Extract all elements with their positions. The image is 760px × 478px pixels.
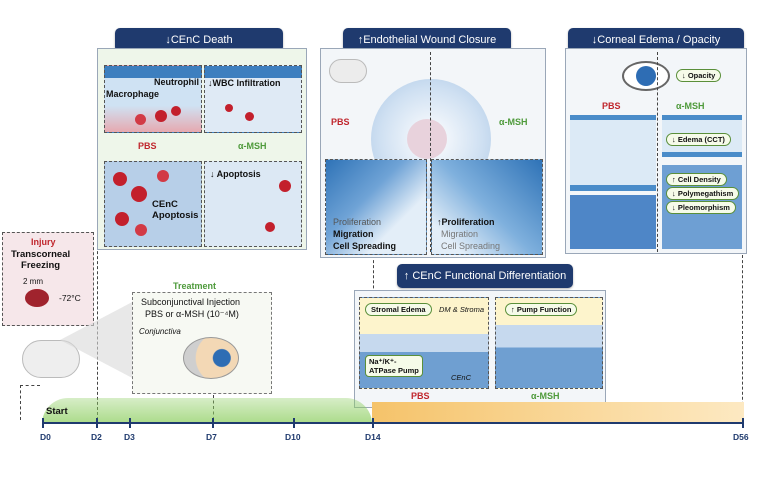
tick-d56	[742, 418, 744, 428]
cenc-apoptosis-label: CEnC Apoptosis	[152, 199, 199, 221]
cenc-label: CEnC	[451, 373, 472, 382]
injury-temp: -72°C	[59, 293, 81, 303]
day-label-d3: D3	[124, 432, 135, 442]
tick-d3	[129, 418, 131, 428]
edema-divider	[657, 52, 658, 252]
tick-d2	[96, 418, 98, 428]
zoom-cone	[60, 300, 136, 380]
apoptotic-cell	[113, 172, 127, 186]
pump-label: Na⁺/K⁺- ATPase Pump	[365, 355, 423, 377]
cenc-apoptosis-image	[104, 161, 202, 247]
header-functional: ↑ CEnC Functional Differentiation	[397, 264, 573, 288]
wound-closure-panel: PBS α-MSH Proliferation Migration Cell S…	[320, 48, 546, 258]
neutrophil-cell	[171, 106, 181, 116]
tick-d14	[372, 418, 374, 428]
iris	[636, 66, 656, 86]
functional-panel: Stromal Edema DM & Stroma Na⁺/K⁺- ATPase…	[354, 290, 606, 408]
macrophage-label: Macrophage	[106, 89, 160, 99]
tick-d10	[293, 418, 295, 428]
pbs-label: PBS	[138, 141, 157, 151]
treatment-box: Treatment Subconjunctival Injection PBS …	[132, 281, 272, 394]
polymegathism-pill: ↓ Polymegathism	[666, 187, 740, 200]
stromal-edema-pill: Stromal Edema	[365, 303, 432, 316]
conjunctiva-label: Conjunctiva	[139, 327, 181, 336]
connector-d0	[20, 385, 21, 420]
eye-cross-section	[183, 337, 239, 379]
rabbit-icon	[329, 59, 367, 83]
day-label-d14: D14	[365, 432, 381, 442]
dm-stroma-label: DM & Stroma	[439, 305, 485, 314]
wbc-cell	[225, 104, 233, 112]
day-label-d56: D56	[733, 432, 749, 442]
edema-pbs-label: PBS	[602, 101, 621, 111]
pbs-cell-spreading: Cell Spreading	[333, 241, 397, 251]
pbs-migration-image	[325, 159, 427, 255]
apoptosis-image	[204, 161, 302, 247]
wbc-image	[204, 65, 302, 133]
pbs-migration: Migration	[333, 229, 374, 239]
apoptotic-cell	[135, 224, 147, 236]
injury-size: 2 mm	[23, 277, 43, 286]
treatment-line1: Subconjunctival Injection	[141, 297, 241, 307]
timeline-treatment-band	[42, 398, 372, 424]
connector-d0-h	[20, 385, 40, 386]
treatment-title: Treatment	[173, 281, 217, 291]
apoptosis-label: ↓ Apoptosis	[210, 169, 261, 179]
msh-proliferation: ↑Proliferation	[437, 217, 495, 227]
func-pbs-label: PBS	[411, 391, 430, 401]
day-label-d2: D2	[91, 432, 102, 442]
apoptotic-cell	[265, 222, 275, 232]
apoptotic-cell	[115, 212, 129, 226]
wound-msh-label: α-MSH	[499, 117, 528, 127]
neutrophil-macrophage-image	[104, 65, 202, 133]
day-label-d0: D0	[40, 432, 51, 442]
msh-label: α-MSH	[238, 141, 267, 151]
apoptotic-cell	[157, 170, 169, 182]
freezing-probe	[25, 289, 49, 307]
pleomorphism-pill: ↓ Pleomorphism	[666, 201, 736, 214]
timeline-axis	[42, 422, 744, 424]
timeline-start: Start	[46, 406, 68, 417]
pump-function-pill: ↑ Pump Function	[505, 303, 578, 316]
cenc-death-panel: Neutrophil Macrophage ↓WBC Infiltration …	[97, 48, 307, 250]
injury-method: Transcorneal Freezing	[11, 249, 71, 271]
treatment-line2: PBS or α-MSH (10⁻⁴M)	[145, 309, 239, 319]
edema-panel: ↓ Opacity PBS α-MSH ↓ Edema (CCT) ↑ Cell…	[565, 48, 747, 254]
cell-density-pill: ↑ Cell Density	[666, 173, 727, 186]
wound-center	[407, 119, 447, 159]
pbs-endothelium	[570, 195, 656, 249]
neutrophil-cell	[155, 110, 167, 122]
tick-d0	[42, 418, 44, 428]
func-msh-label: α-MSH	[531, 391, 560, 401]
wound-divider	[430, 52, 431, 252]
injury-title: Injury	[31, 237, 56, 247]
neutrophil-label: Neutrophil	[154, 77, 199, 87]
msh-migration: Migration	[441, 229, 479, 239]
apoptotic-cell	[131, 186, 147, 202]
connector-d56	[742, 255, 743, 420]
tick-d7	[212, 418, 214, 428]
opacity-pill: ↓ Opacity	[676, 69, 722, 82]
edema-cct-pill: ↓ Edema (CCT)	[666, 133, 731, 146]
wound-pbs-label: PBS	[331, 117, 350, 127]
msh-cell-spreading: Cell Spreading	[441, 241, 501, 251]
apoptotic-cell	[279, 180, 291, 192]
pbs-cross-section	[570, 115, 656, 191]
msh-migration-image	[431, 159, 543, 255]
wbc-label: ↓WBC Infiltration	[208, 78, 281, 88]
day-label-d7: D7	[206, 432, 217, 442]
neutrophil-cell	[135, 114, 146, 125]
day-label-d10: D10	[285, 432, 301, 442]
eye-icon	[622, 61, 670, 91]
timeline-followup-band	[372, 402, 744, 424]
pbs-proliferation: Proliferation	[333, 217, 382, 227]
wbc-cell	[245, 112, 254, 121]
edema-msh-label: α-MSH	[676, 101, 705, 111]
